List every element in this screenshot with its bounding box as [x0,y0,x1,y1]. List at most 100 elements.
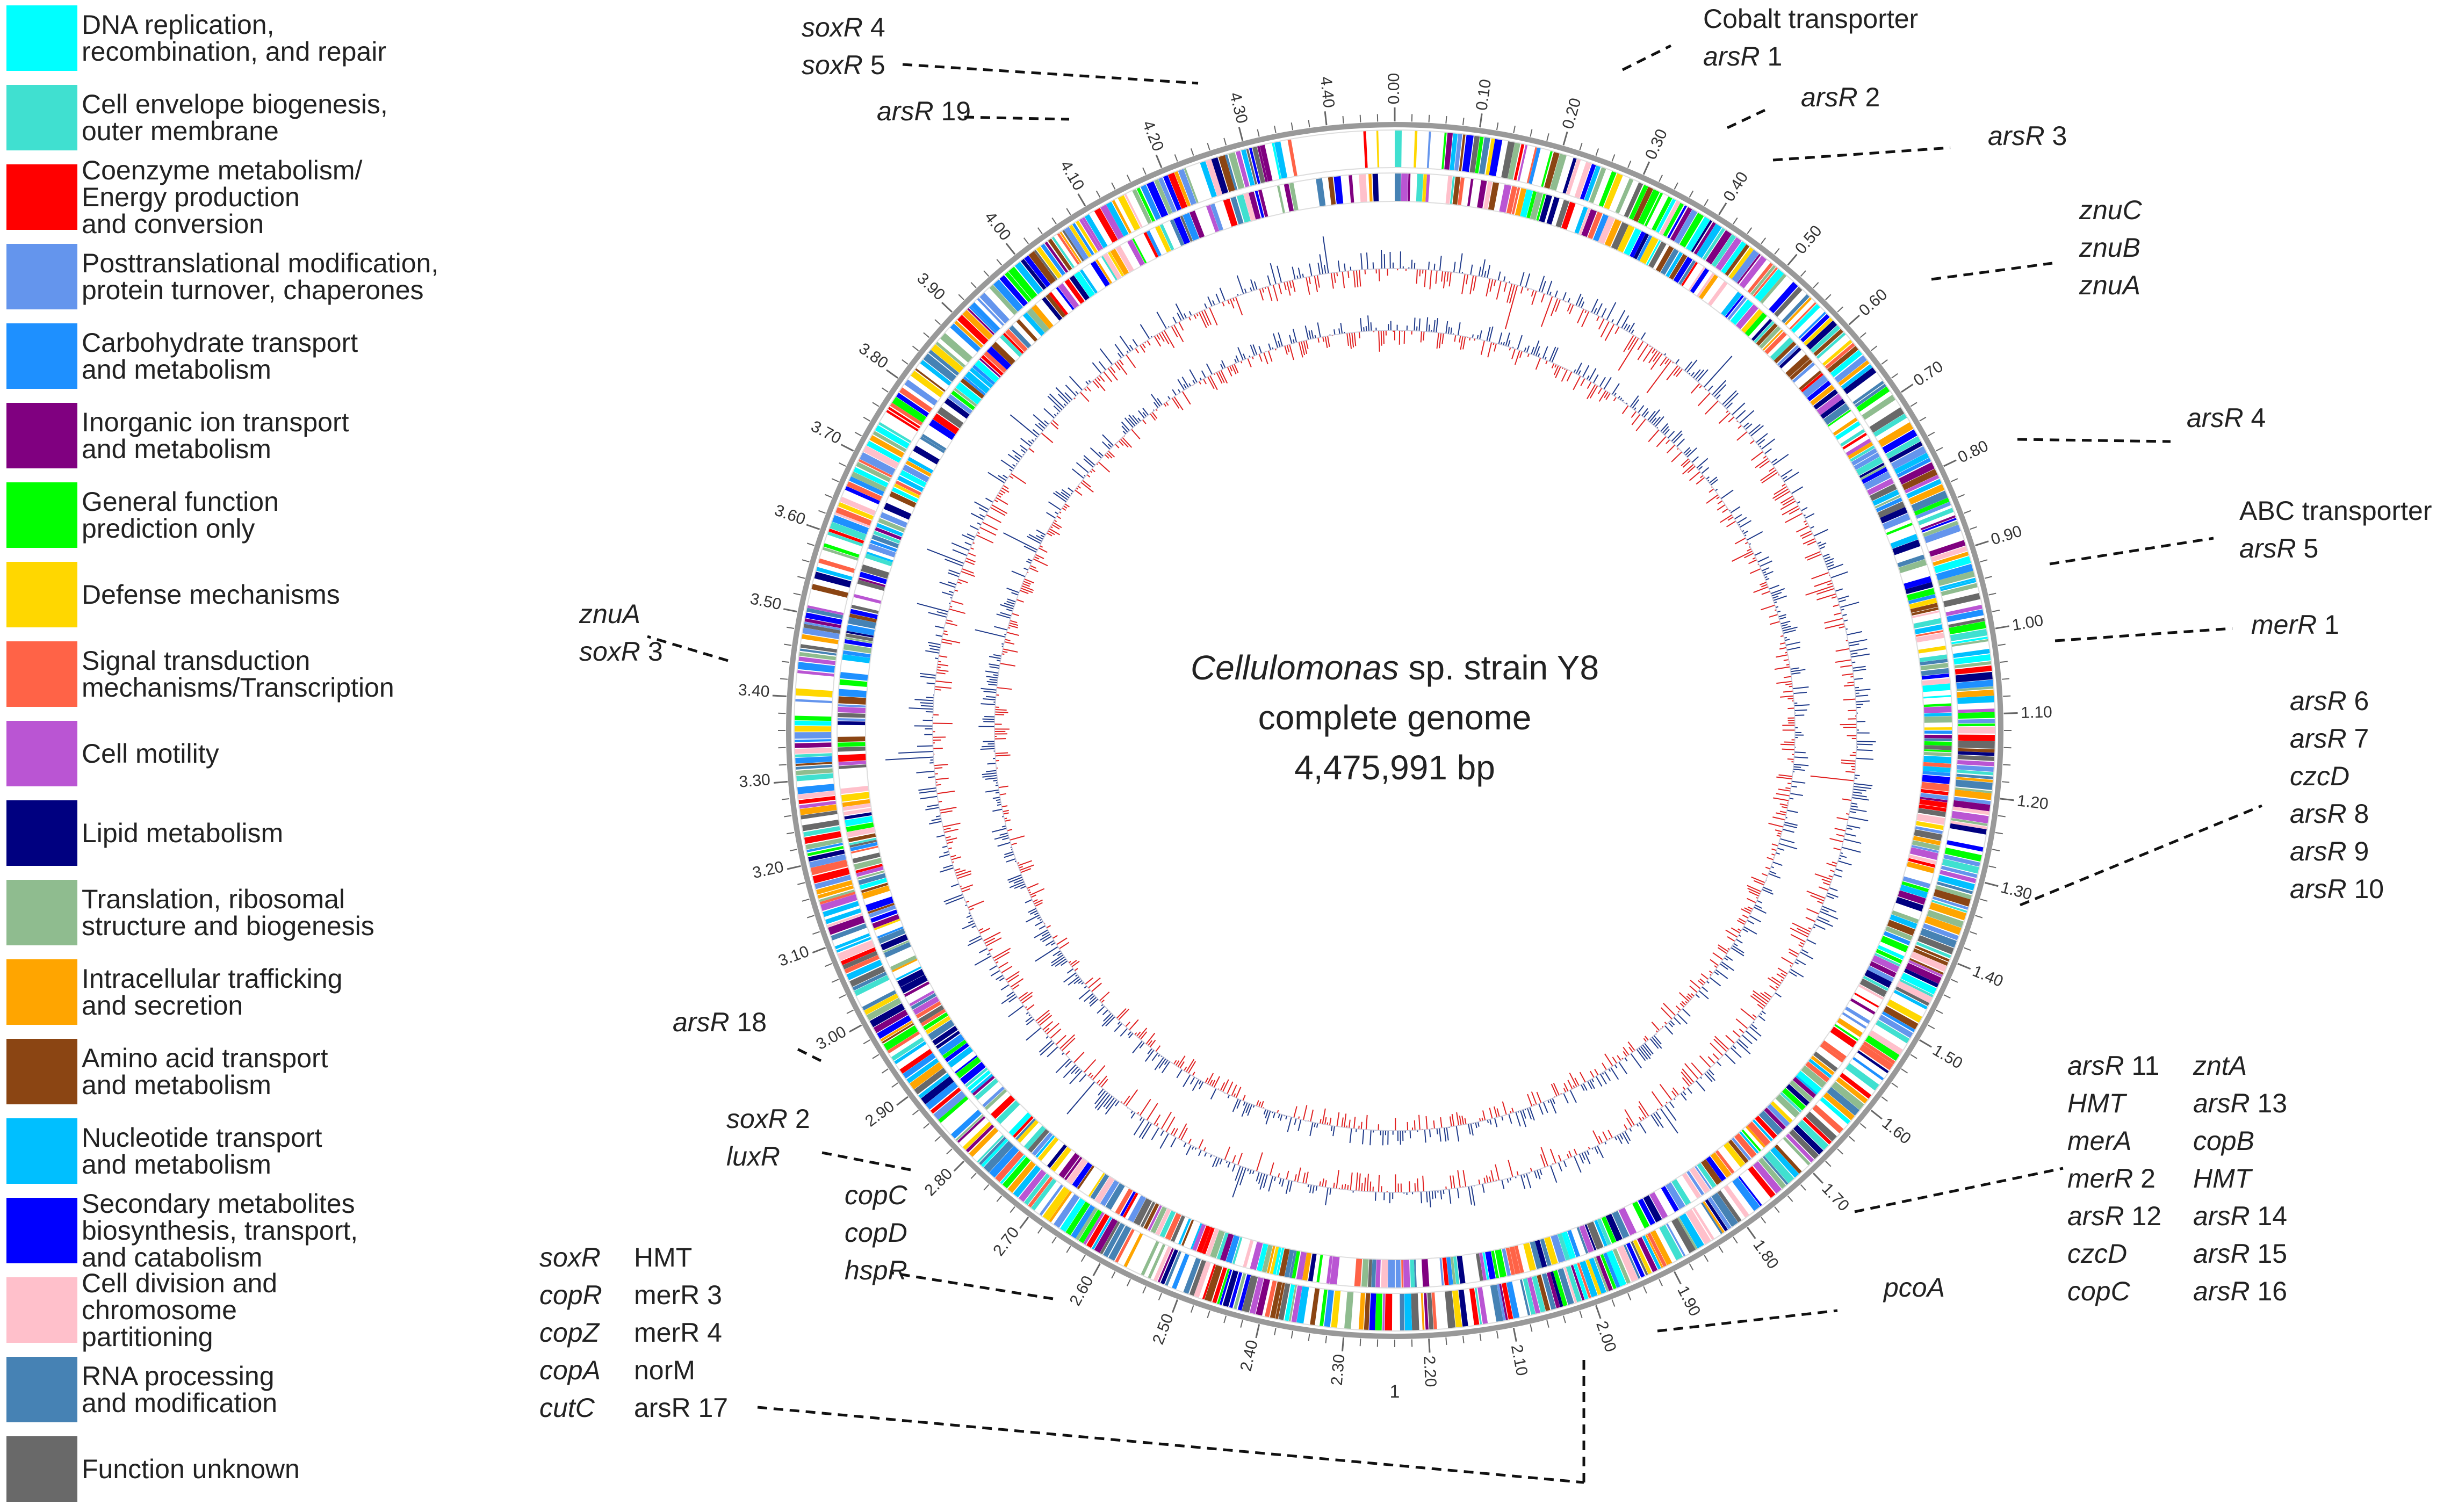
gc-bar [1478,1179,1481,1185]
gc-bar [992,808,1003,812]
gene-segment [1143,1203,1159,1230]
scale-tick [886,369,899,379]
gc-bar [1724,957,1728,961]
gene-segment [1820,399,1846,419]
gc-bar [1341,1117,1344,1127]
gc-bar [990,507,1006,516]
gc-bar [1769,467,1775,472]
gc-bar [1503,342,1505,346]
gc-bar [1602,1062,1607,1070]
gc-bar [1489,1108,1493,1119]
gc-bar [1793,769,1805,771]
gc-bar [1043,408,1055,419]
gc-bar [1527,353,1530,357]
gene-segment [1385,1293,1393,1331]
gc-bar [1764,448,1772,454]
gene-segment [809,854,847,869]
gc-bar [1698,980,1704,986]
gc-bar [1672,1087,1679,1096]
gc-bar [1712,952,1724,960]
gene-segment [1854,992,1879,1008]
gc-bar [977,522,982,525]
gc-bar [986,514,1001,523]
gc-bar [1012,984,1020,990]
gc-bar [1775,986,1779,989]
gc-bar [1409,1181,1410,1192]
gc-bar [1151,411,1158,419]
gc-bar [1050,1028,1062,1039]
gene-segment [1469,135,1480,173]
gene-segment [1778,346,1802,369]
gc-bar [1540,293,1545,303]
gene-segment [1905,962,1942,985]
gc-bar [1004,603,1014,607]
gene-segment [1956,686,1994,692]
gc-bar [1278,1113,1280,1118]
gc-bar [1790,934,1806,943]
gc-bar [928,612,947,618]
gene-segment [853,857,883,870]
gc-bar [1642,1117,1645,1120]
gc-bar [1006,587,1019,594]
gene-segment [1270,1246,1279,1275]
annotation-line: soxR 2 [726,1104,810,1134]
gene-segment [1241,149,1255,186]
gene-segment [1920,515,1956,531]
gc-bar [1273,1112,1276,1118]
gc-bar [1567,1154,1570,1159]
gene-segment [874,527,903,540]
annotation-line: Cobalt transporter [1703,4,1918,34]
gc-bar [1545,360,1548,365]
legend-swatch [6,880,77,945]
gene-segment [1544,151,1560,190]
gene-segment [806,605,845,616]
gene-segment [818,558,856,573]
gc-bar [1743,531,1748,534]
gc-bar [1482,1184,1485,1193]
gc-bar [1794,709,1807,711]
gene-segment [820,894,858,911]
gene-segment [1059,1197,1086,1233]
gene-segment [841,799,871,807]
gene-segment [1727,296,1747,321]
gc-bar [1621,405,1629,414]
gene-segment [1618,1207,1637,1236]
gc-bar [1762,571,1767,574]
gene-segment [1744,312,1768,337]
gene-segment [804,612,843,625]
gene-segment [1903,576,1933,590]
gc-bar [1125,1021,1130,1028]
gc-bar [1651,1091,1663,1108]
gene-segment [1647,1232,1667,1268]
gene-segment [1725,294,1744,319]
gc-bar [1541,280,1546,293]
scale-tick [863,416,870,422]
gc-bar [1613,396,1617,402]
gc-bar [1440,1190,1443,1200]
gc-bar [974,955,992,966]
gene-segment [1159,1210,1176,1238]
gc-bar [1739,1028,1744,1033]
gene-segment [795,699,833,704]
gene-segment [852,852,881,864]
gc-bar [1749,915,1762,923]
gc-bar [1750,1024,1757,1030]
gc-bar [1743,422,1749,428]
gc-bar [1004,641,1015,645]
gene-segment [1957,751,1995,756]
gc-bar [1721,961,1734,971]
gene-segment [1284,183,1294,212]
gene-segment [1666,1222,1686,1257]
gene-segment [819,891,856,905]
gc-bar [1177,379,1185,390]
gene-segment [1561,1231,1574,1260]
gc-bar [1783,690,1793,693]
gc-bar [985,497,993,503]
gc-bar [1522,1109,1526,1119]
gc-bar [983,931,1001,942]
gc-bar [1250,287,1252,292]
scale-tick [1496,1330,1499,1339]
gene-segment [827,915,866,935]
scale-tick [983,270,990,277]
gc-bar [1508,340,1511,347]
